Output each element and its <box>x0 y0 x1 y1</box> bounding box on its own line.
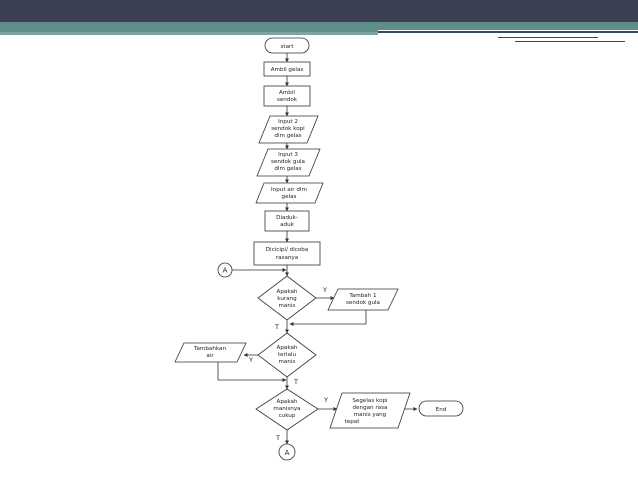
node-diaduk: Diaduk- aduk <box>264 210 310 232</box>
node-input-gula-line-1: Input 3 <box>278 152 298 158</box>
decision-kurang-manis: Apakah kurang manis <box>257 275 317 321</box>
decision-terlalu-manis-line-2: terlalu <box>278 352 296 358</box>
decision-kurang-manis-line-2: kurang <box>277 296 297 302</box>
node-ambil-sendok: Ambil sendok <box>263 85 311 107</box>
node-tambahkan-air: Tambahkan air <box>174 342 247 363</box>
node-input-kopi: Input 2 sendok kopi dlm gelas <box>258 115 319 144</box>
node-diaduk-line-1: Diaduk- <box>276 215 298 221</box>
node-dicicipi-line-1: Dicicipi/ dicoba <box>266 247 308 253</box>
decision-manisnya-cukup-line-2: manisnya <box>273 406 300 412</box>
header-stripe-thin <box>0 32 520 35</box>
decision-manisnya-cukup-line-3: cukup <box>279 413 296 419</box>
connector-a-top-label: A <box>223 267 228 275</box>
header-stripe <box>0 22 638 32</box>
node-dicicipi-line-2: rasanya <box>276 255 298 261</box>
edge-label-no-1: T <box>274 323 279 331</box>
decision-terlalu-manis-line-1: Apakah <box>277 345 298 351</box>
node-input-gula-line-3: dlm gelas <box>274 166 301 172</box>
node-tambah-gula-line-1: Tambah 1 <box>348 293 377 299</box>
edge-label-no-3: T <box>275 434 280 442</box>
node-segelas-kopi-line-4: tepat <box>345 419 361 425</box>
node-segelas-kopi-line-2: dengan rasa <box>353 405 388 411</box>
decision-kurang-manis-line-3: manis <box>279 303 296 309</box>
node-input-kopi-line-3: dlm gelas <box>274 133 301 139</box>
edge-label-yes-3: Y <box>323 396 328 404</box>
connector-a-top: A <box>217 262 233 278</box>
decision-manisnya-cukup-line-1: Apakah <box>277 399 298 405</box>
node-ambil-sendok-line-2: sendok <box>277 97 298 103</box>
node-tambah-gula: Tambah 1 sendok gula <box>327 288 399 311</box>
node-segelas-kopi-line-3: manis yang <box>354 412 387 418</box>
node-start: start <box>264 37 310 54</box>
decision-terlalu-manis-line-3: manis <box>279 359 296 365</box>
edge-label-no-2: T <box>293 378 298 386</box>
header-accent-gap <box>378 30 638 36</box>
node-tambah-gula-line-2: sendok gula <box>346 300 380 306</box>
node-end: End <box>418 400 464 417</box>
edge-label-yes-1: Y <box>322 286 327 294</box>
decision-terlalu-manis: Apakah terlalu manis <box>257 332 317 378</box>
edge-tambah-gula-return <box>289 310 367 326</box>
node-input-gula: Input 3 sendok gula dlm gelas <box>256 148 321 177</box>
header-accent-line <box>378 31 638 33</box>
edge-label-yes-2: Y <box>248 356 253 364</box>
node-input-kopi-line-2: sendok kopi <box>271 126 305 132</box>
node-segelas-kopi-line-1: Segelas kopi <box>352 398 388 404</box>
edge-tambah-air-return <box>217 362 287 382</box>
connector-a-bottom: A <box>278 443 296 461</box>
header-bar <box>0 0 638 22</box>
node-input-gula-line-2: sendok gula <box>271 159 305 165</box>
node-input-air: Input air dlm gelas <box>255 182 324 204</box>
node-segelas-kopi: Segelas kopi dengan rasa manis yang tepa… <box>329 392 411 429</box>
node-start-label: start <box>280 44 294 50</box>
header-accent-line-2 <box>498 37 598 38</box>
decision-manisnya-cukup: Apakah manisnya cukup <box>255 388 319 431</box>
node-tambahkan-air-line-2: air <box>206 353 214 359</box>
header-accent-line-3 <box>515 41 625 42</box>
node-ambil-gelas-label: Ambil gelas <box>271 67 304 73</box>
node-ambil-sendok-line-1: Ambil <box>279 90 295 96</box>
node-input-kopi-line-1: Input 2 <box>278 119 298 125</box>
node-ambil-gelas: Ambil gelas <box>263 61 311 77</box>
flow-edges <box>217 53 418 445</box>
node-input-air-line-1: Input air dlm <box>271 187 307 193</box>
connector-a-bottom-label: A <box>285 449 290 457</box>
node-diaduk-line-2: aduk <box>280 222 295 228</box>
node-input-air-line-2: gelas <box>282 194 297 200</box>
node-dicicipi: Dicicipi/ dicoba rasanya <box>253 241 321 266</box>
decision-kurang-manis-line-1: Apakah <box>277 289 298 295</box>
node-tambahkan-air-line-1: Tambahkan <box>193 346 226 352</box>
node-end-label: End <box>436 407 447 413</box>
